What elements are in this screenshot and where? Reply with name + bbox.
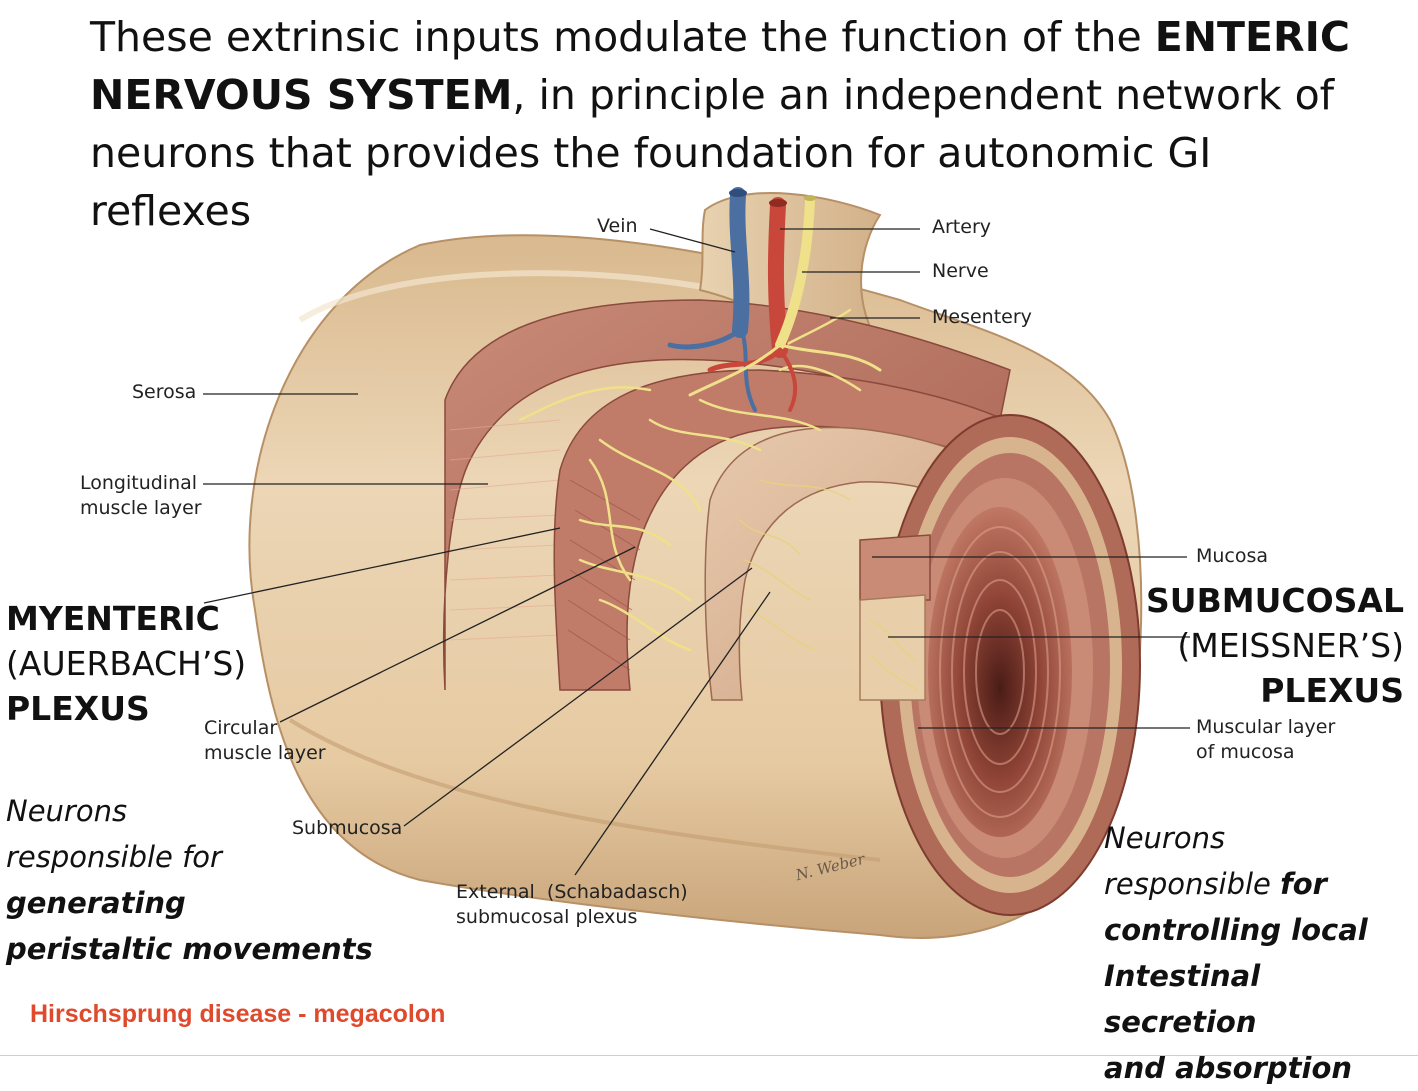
lumen xyxy=(928,507,1072,837)
label-submucosa: Submucosa xyxy=(292,817,403,839)
submucosal-plexus-title: SUBMUCOSAL (MEISSNER’S) PLEXUS xyxy=(1146,581,1404,710)
label-mesentery: Mesentery xyxy=(932,306,1032,328)
circular-muscle xyxy=(553,369,1006,691)
label-nerve: Nerve xyxy=(932,260,989,282)
leader-lines xyxy=(203,228,1190,876)
label-external-plexus: External (Schabadasch)submucosal plexus xyxy=(456,881,688,928)
myenteric-description: Neurons responsible for generating peris… xyxy=(6,794,373,966)
artery-vessel xyxy=(767,197,788,358)
submucosal-description: Neurons responsible for controlling loca… xyxy=(1104,821,1368,1085)
heading-emphasis: ENTERIC NERVOUS SYSTEM xyxy=(90,13,1350,119)
vein-vessel xyxy=(729,187,750,338)
label-serosa: Serosa xyxy=(132,381,197,403)
disease-note: Hirschsprung disease - megacolon xyxy=(30,1000,446,1028)
nerve-vessel xyxy=(775,195,815,350)
submucosa-layer xyxy=(704,426,1021,701)
label-artery: Artery xyxy=(932,216,992,238)
slide-heading: These extrinsic inputs modulate the func… xyxy=(90,13,1350,235)
myenteric-plexus-title: MYENTERIC (AUERBACH’S) PLEXUS xyxy=(6,599,247,728)
footer-divider xyxy=(0,1055,1418,1056)
label-mucosa: Mucosa xyxy=(1196,545,1269,567)
label-vein: Vein xyxy=(597,215,638,237)
vessels xyxy=(667,187,882,412)
